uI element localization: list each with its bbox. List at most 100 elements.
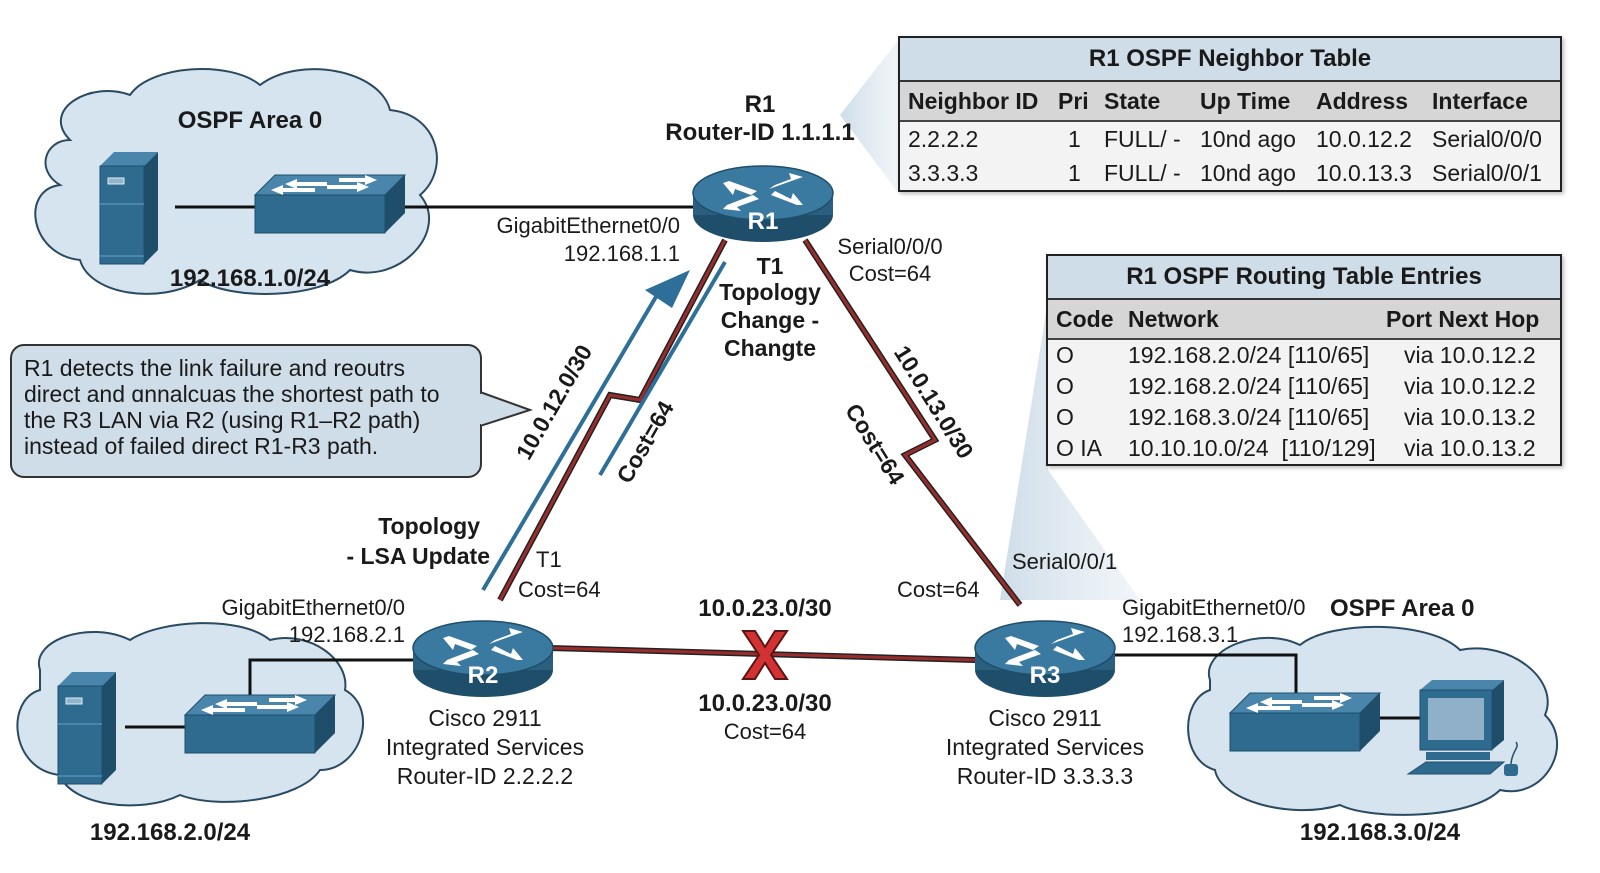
route-code: O bbox=[1056, 342, 1074, 368]
lan3-network-label: 192.168.3.0/24 bbox=[1299, 819, 1461, 846]
r1-gig-ip: 192.168.1.1 bbox=[563, 241, 680, 266]
neighbor-address: 10.0.12.2 bbox=[1316, 126, 1412, 152]
callout-line-2: direct and ɑnnalcuas the shortest path t… bbox=[24, 381, 440, 407]
route-network: 192.168.2.0/24 [110/65] bbox=[1128, 342, 1370, 368]
r2-serial-cost: Cost=64 bbox=[518, 577, 601, 602]
neighbor-state: FULL/ - bbox=[1104, 160, 1181, 186]
route-row: O 192.168.2.0/24 [110/65] via 10.0.12.2 bbox=[1048, 371, 1560, 402]
router-r1-label: R1 bbox=[747, 208, 779, 235]
routing-table-beam bbox=[1000, 300, 1140, 600]
r2-serial-t1: T1 bbox=[536, 547, 562, 572]
callout-pointer bbox=[480, 390, 534, 428]
topology-change-line-2: Topology bbox=[719, 279, 821, 305]
lan1-area-label: OSPF Area 0 bbox=[177, 107, 323, 134]
r1-router-id: Router-ID 1.1.1.1 bbox=[665, 119, 855, 146]
r2-gig-interface: GigabitEthernet0/0 bbox=[221, 595, 405, 620]
lan2-network-label: 192.168.2.0/24 bbox=[89, 819, 251, 846]
r3-lan3-link bbox=[1110, 653, 1298, 700]
lan3-switch-icon bbox=[1228, 691, 1382, 753]
neighbor-row: 2.2.2.2 1 FULL/ - 10nd ago 10.0.12.2 Ser… bbox=[900, 122, 1560, 156]
lan1-server-icon bbox=[99, 151, 159, 265]
neighbor-id: 2.2.2.2 bbox=[908, 126, 979, 152]
route-network: 10.10.10.0/24 [110/129] bbox=[1128, 435, 1376, 461]
r2-router-id: Router-ID 2.2.2.2 bbox=[396, 763, 574, 789]
r3-serial-cost: Cost=64 bbox=[897, 577, 980, 602]
lan3-area-label: OSPF Area 0 bbox=[1330, 595, 1475, 622]
neighbor-table-beam bbox=[840, 38, 900, 195]
route-next-hop: via 10.0.13.2 bbox=[1404, 435, 1536, 461]
callout-line-4: instead of failed direct R1-R3 path. bbox=[24, 433, 379, 459]
lsa-arrowhead-icon bbox=[645, 270, 690, 308]
r3-serial-interface: Serial0/0/1 bbox=[1012, 549, 1118, 574]
route-row: O 192.168.2.0/24 [110/65] via 10.0.12.2 bbox=[1048, 340, 1560, 371]
route-row: O 192.168.3.0/24 [110/65] via 10.0.13.2 bbox=[1048, 402, 1560, 433]
col-address: Address bbox=[1316, 88, 1409, 114]
route-row: O IA 10.10.10.0/24 [110/129] via 10.0.13… bbox=[1048, 433, 1560, 464]
r2-r3-cost: Cost=64 bbox=[723, 719, 807, 744]
lsa-update-line-1: Topology bbox=[378, 513, 480, 539]
route-code: O bbox=[1056, 404, 1074, 430]
topology-change-line bbox=[598, 260, 727, 477]
lan1-switch-icon bbox=[253, 173, 407, 235]
r3-router-id: Router-ID 3.3.3.3 bbox=[956, 763, 1134, 789]
r1-r3-serial-link bbox=[802, 238, 1023, 607]
neighbor-uptime: 10nd ago bbox=[1200, 160, 1296, 186]
lsa-update-line-2: - LSA Update bbox=[346, 543, 490, 569]
route-next-hop: via 10.0.13.2 bbox=[1404, 404, 1536, 430]
neighbor-table-header: Neighbor ID Pri State Up Time Address In… bbox=[900, 82, 1560, 122]
lan2-server-icon bbox=[57, 671, 117, 785]
router-r3-label: R3 bbox=[1029, 662, 1061, 689]
topology-change-line-4: Changte bbox=[724, 335, 816, 361]
r2-r3-network-top: 10.0.23.0/30 bbox=[698, 595, 832, 622]
route-next-hop: via 10.0.12.2 bbox=[1404, 373, 1536, 399]
neighbor-table-title: R1 OSPF Neighbor Table bbox=[900, 38, 1560, 82]
col-interface: Interface bbox=[1432, 88, 1528, 114]
col-up-time: Up Time bbox=[1200, 88, 1291, 114]
lsa-update-arrow bbox=[481, 288, 662, 592]
topology-change-line-1: T1 bbox=[756, 253, 784, 279]
neighbor-interface: Serial0/0/0 bbox=[1432, 126, 1542, 152]
lan2-switch-icon bbox=[183, 693, 337, 755]
r1-serial-interface: Serial0/0/0 bbox=[837, 234, 943, 259]
neighbor-interface: Serial0/0/1 bbox=[1432, 160, 1542, 186]
col-next-hop: Port Next Hop bbox=[1386, 306, 1540, 332]
route-next-hop: via 10.0.12.2 bbox=[1404, 342, 1536, 368]
r3-type: Integrated Services bbox=[945, 734, 1145, 760]
routing-table-header: Code Network Port Next Hop bbox=[1048, 300, 1560, 340]
routing-table: R1 OSPF Routing Table Entries Code Netwo… bbox=[1046, 254, 1562, 466]
r1-serial-cost: Cost=64 bbox=[848, 261, 932, 286]
col-pri: Pri bbox=[1058, 88, 1089, 114]
col-network: Network bbox=[1128, 306, 1219, 332]
route-network: 192.168.2.0/24 [110/65] bbox=[1128, 373, 1370, 399]
reroute-callout: R1 detects the link failure and reoutrs … bbox=[10, 344, 482, 478]
neighbor-row: 3.3.3.3 1 FULL/ - 10nd ago 10.0.13.3 Ser… bbox=[900, 156, 1560, 190]
col-neighbor-id: Neighbor ID bbox=[908, 88, 1039, 114]
neighbor-id: 3.3.3.3 bbox=[908, 160, 979, 186]
routing-table-title: R1 OSPF Routing Table Entries bbox=[1048, 256, 1560, 300]
neighbor-uptime: 10nd ago bbox=[1200, 126, 1296, 152]
r1-r2-serial-link bbox=[497, 238, 728, 602]
neighbor-state: FULL/ - bbox=[1104, 126, 1181, 152]
neighbor-pri: 1 bbox=[1068, 126, 1081, 152]
r3-gig-interface: GigabitEthernet0/0 bbox=[1122, 595, 1306, 620]
neighbor-address: 10.0.13.3 bbox=[1316, 160, 1412, 186]
r3-gig-ip: 192.168.3.1 bbox=[1122, 622, 1239, 647]
neighbor-pri: 1 bbox=[1068, 160, 1081, 186]
route-code: O IA bbox=[1056, 435, 1103, 461]
lan3-pc-icon bbox=[1406, 680, 1518, 776]
neighbor-table: R1 OSPF Neighbor Table Neighbor ID Pri S… bbox=[898, 36, 1562, 192]
link-failure-x-icon bbox=[741, 630, 789, 680]
callout-line-1: R1 detects the link failure and reoutrs bbox=[24, 355, 405, 381]
route-code: O bbox=[1056, 373, 1074, 399]
r3-model: Cisco 2911 bbox=[988, 705, 1102, 731]
r2-type: Integrated Services bbox=[385, 734, 585, 760]
r2-gig-ip: 192.168.2.1 bbox=[288, 622, 405, 647]
topology-change-line-3: Change - bbox=[720, 307, 820, 333]
r2-lan2-link bbox=[248, 658, 415, 700]
r1-name: R1 bbox=[744, 91, 776, 118]
r1-gig-interface: GigabitEthernet0/0 bbox=[496, 213, 680, 238]
col-code: Code bbox=[1056, 306, 1114, 332]
r2-model: Cisco 2911 bbox=[428, 705, 542, 731]
